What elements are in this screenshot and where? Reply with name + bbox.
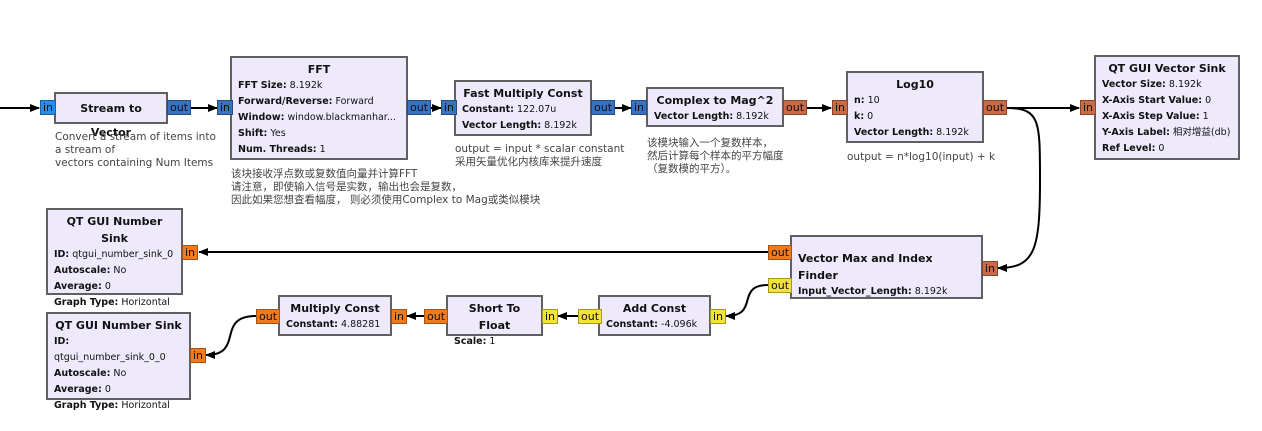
port-out[interactable]: out xyxy=(578,309,603,324)
param-vector-size: Vector Size: 8.192k xyxy=(1102,79,1202,90)
param-id: ID: qtgui_number_sink_0 xyxy=(54,249,174,260)
param-x-axis-step: X-Axis Step Value: 1 xyxy=(1102,111,1209,122)
param-k: k: 0 xyxy=(854,111,874,122)
block-title: Short To Float xyxy=(468,302,521,332)
port-in[interactable]: in xyxy=(982,261,999,276)
block-log10[interactable]: Log10 n: 10 k: 0 Vector Length: 8.192k xyxy=(846,71,984,143)
param-fft-size: FFT Size: 8.192k xyxy=(238,80,323,91)
param-constant: Constant: -4.096k xyxy=(606,319,698,330)
block-vector-max-index-finder[interactable]: Vector Max and Index Finder Input_Vector… xyxy=(790,235,983,299)
port-out-max[interactable]: out xyxy=(768,245,793,260)
param-autoscale: Autoscale: No xyxy=(54,368,127,379)
port-in[interactable]: in xyxy=(832,100,849,115)
port-out[interactable]: out xyxy=(407,100,432,115)
port-out[interactable]: out xyxy=(591,100,616,115)
param-constant: Constant: 122.07u xyxy=(462,104,557,115)
block-complex-to-mag2[interactable]: Complex to Mag^2 Vector Length: 8.192k xyxy=(646,87,784,127)
port-in[interactable]: in xyxy=(710,309,727,324)
param-num-threads: Num. Threads: 1 xyxy=(238,144,326,155)
block-fft[interactable]: FFT FFT Size: 8.192k Forward/Reverse: Fo… xyxy=(230,56,408,160)
port-out[interactable]: out xyxy=(983,100,1008,115)
port-in[interactable]: in xyxy=(217,100,234,115)
param-x-axis-start: X-Axis Start Value: 0 xyxy=(1102,95,1212,106)
param-vector-length: Vector Length: 8.192k xyxy=(654,111,769,122)
port-in[interactable]: in xyxy=(190,348,207,363)
block-title: Add Const xyxy=(622,302,687,315)
block-comment: 该块接收浮点数或复数值向量并计算FFT 请注意，即使输入信号是实数，输出也会是复… xyxy=(231,168,541,206)
port-out[interactable]: out xyxy=(424,309,449,324)
param-forward-reverse: Forward/Reverse: Forward xyxy=(238,96,374,107)
block-comment: output = input * scalar constant 采用矢量优化内… xyxy=(455,143,625,168)
block-comment: 该模块输入一个复数样本， 然后计算每个样本的平方幅度 （复数模的平方）。 xyxy=(647,137,784,175)
port-out[interactable]: out xyxy=(167,100,192,115)
port-out-index[interactable]: out xyxy=(768,278,793,293)
param-n: n: 10 xyxy=(854,95,880,106)
port-in[interactable]: in xyxy=(1080,100,1097,115)
param-graph-type: Graph Type: Horizontal xyxy=(54,297,170,308)
port-out[interactable]: out xyxy=(256,309,281,324)
block-title: FFT xyxy=(307,63,331,76)
block-title: Multiply Const xyxy=(290,302,380,315)
block-comment: Convert a stream of items into a stream … xyxy=(55,131,216,169)
port-in[interactable]: in xyxy=(542,309,559,324)
param-average: Average: 0 xyxy=(54,281,111,292)
param-vector-length: Vector Length: 8.192k xyxy=(462,120,577,131)
block-stream-to-vector[interactable]: Stream to Vector xyxy=(54,92,168,139)
param-vector-length: Vector Length: 8.192k xyxy=(854,127,969,138)
block-qt-gui-number-sink-0[interactable]: QT GUI Number Sink ID: qtgui_number_sink… xyxy=(46,208,183,308)
param-constant: Constant: 4.88281 xyxy=(286,319,381,330)
param-window: Window: window.blackmanhar... xyxy=(238,112,396,123)
param-autoscale: Autoscale: No xyxy=(54,265,127,276)
wire-log10-to-vector-max[interactable] xyxy=(997,107,1042,272)
param-input-vector-length: Input_Vector_Length: 8.192k xyxy=(798,286,948,297)
port-in[interactable]: in xyxy=(182,245,199,260)
port-in[interactable]: in xyxy=(631,100,648,115)
port-out[interactable]: out xyxy=(783,100,808,115)
param-shift: Shift: Yes xyxy=(238,128,286,139)
block-title: Fast Multiply Const xyxy=(463,87,583,100)
block-qt-gui-vector-sink[interactable]: QT GUI Vector Sink Vector Size: 8.192k X… xyxy=(1094,55,1240,160)
block-multiply-const[interactable]: Multiply Const Constant: 4.88281 xyxy=(278,295,392,336)
block-title: QT GUI Number Sink xyxy=(55,319,182,332)
port-in[interactable]: in xyxy=(391,309,408,324)
block-comment: output = n*log10(input) + k xyxy=(847,151,996,163)
block-qt-gui-number-sink-0-0[interactable]: QT GUI Number Sink ID: qtgui_number_sink… xyxy=(46,312,191,411)
block-fast-multiply-const[interactable]: Fast Multiply Const Constant: 122.07u Ve… xyxy=(454,80,592,136)
param-graph-type: Graph Type: Horizontal xyxy=(54,400,170,411)
wire-multiply-const-to-number-sink-0-0[interactable] xyxy=(205,315,257,359)
port-in[interactable]: in xyxy=(441,100,458,115)
param-scale: Scale: 1 xyxy=(454,336,496,347)
block-short-to-float[interactable]: Short To Float Scale: 1 xyxy=(446,295,543,347)
block-title: QT GUI Number Sink xyxy=(66,215,163,245)
block-title: QT GUI Vector Sink xyxy=(1108,62,1226,75)
block-title: Log10 xyxy=(896,78,934,91)
wire-vector-max-to-add-const[interactable] xyxy=(725,284,769,320)
param-ref-level: Ref Level: 0 xyxy=(1102,143,1165,154)
port-in[interactable]: in xyxy=(40,100,57,115)
param-average: Average: 0 xyxy=(54,384,111,395)
block-title: Stream to Vector xyxy=(80,102,142,139)
block-title: Vector Max and Index Finder xyxy=(798,252,933,282)
param-id: ID: qtgui_number_sink_0_0 xyxy=(54,336,166,363)
param-y-axis-label: Y-Axis Label: 相对增益(db) xyxy=(1102,127,1231,138)
block-add-const[interactable]: Add Const Constant: -4.096k xyxy=(598,295,711,336)
block-title: Complex to Mag^2 xyxy=(656,94,774,107)
